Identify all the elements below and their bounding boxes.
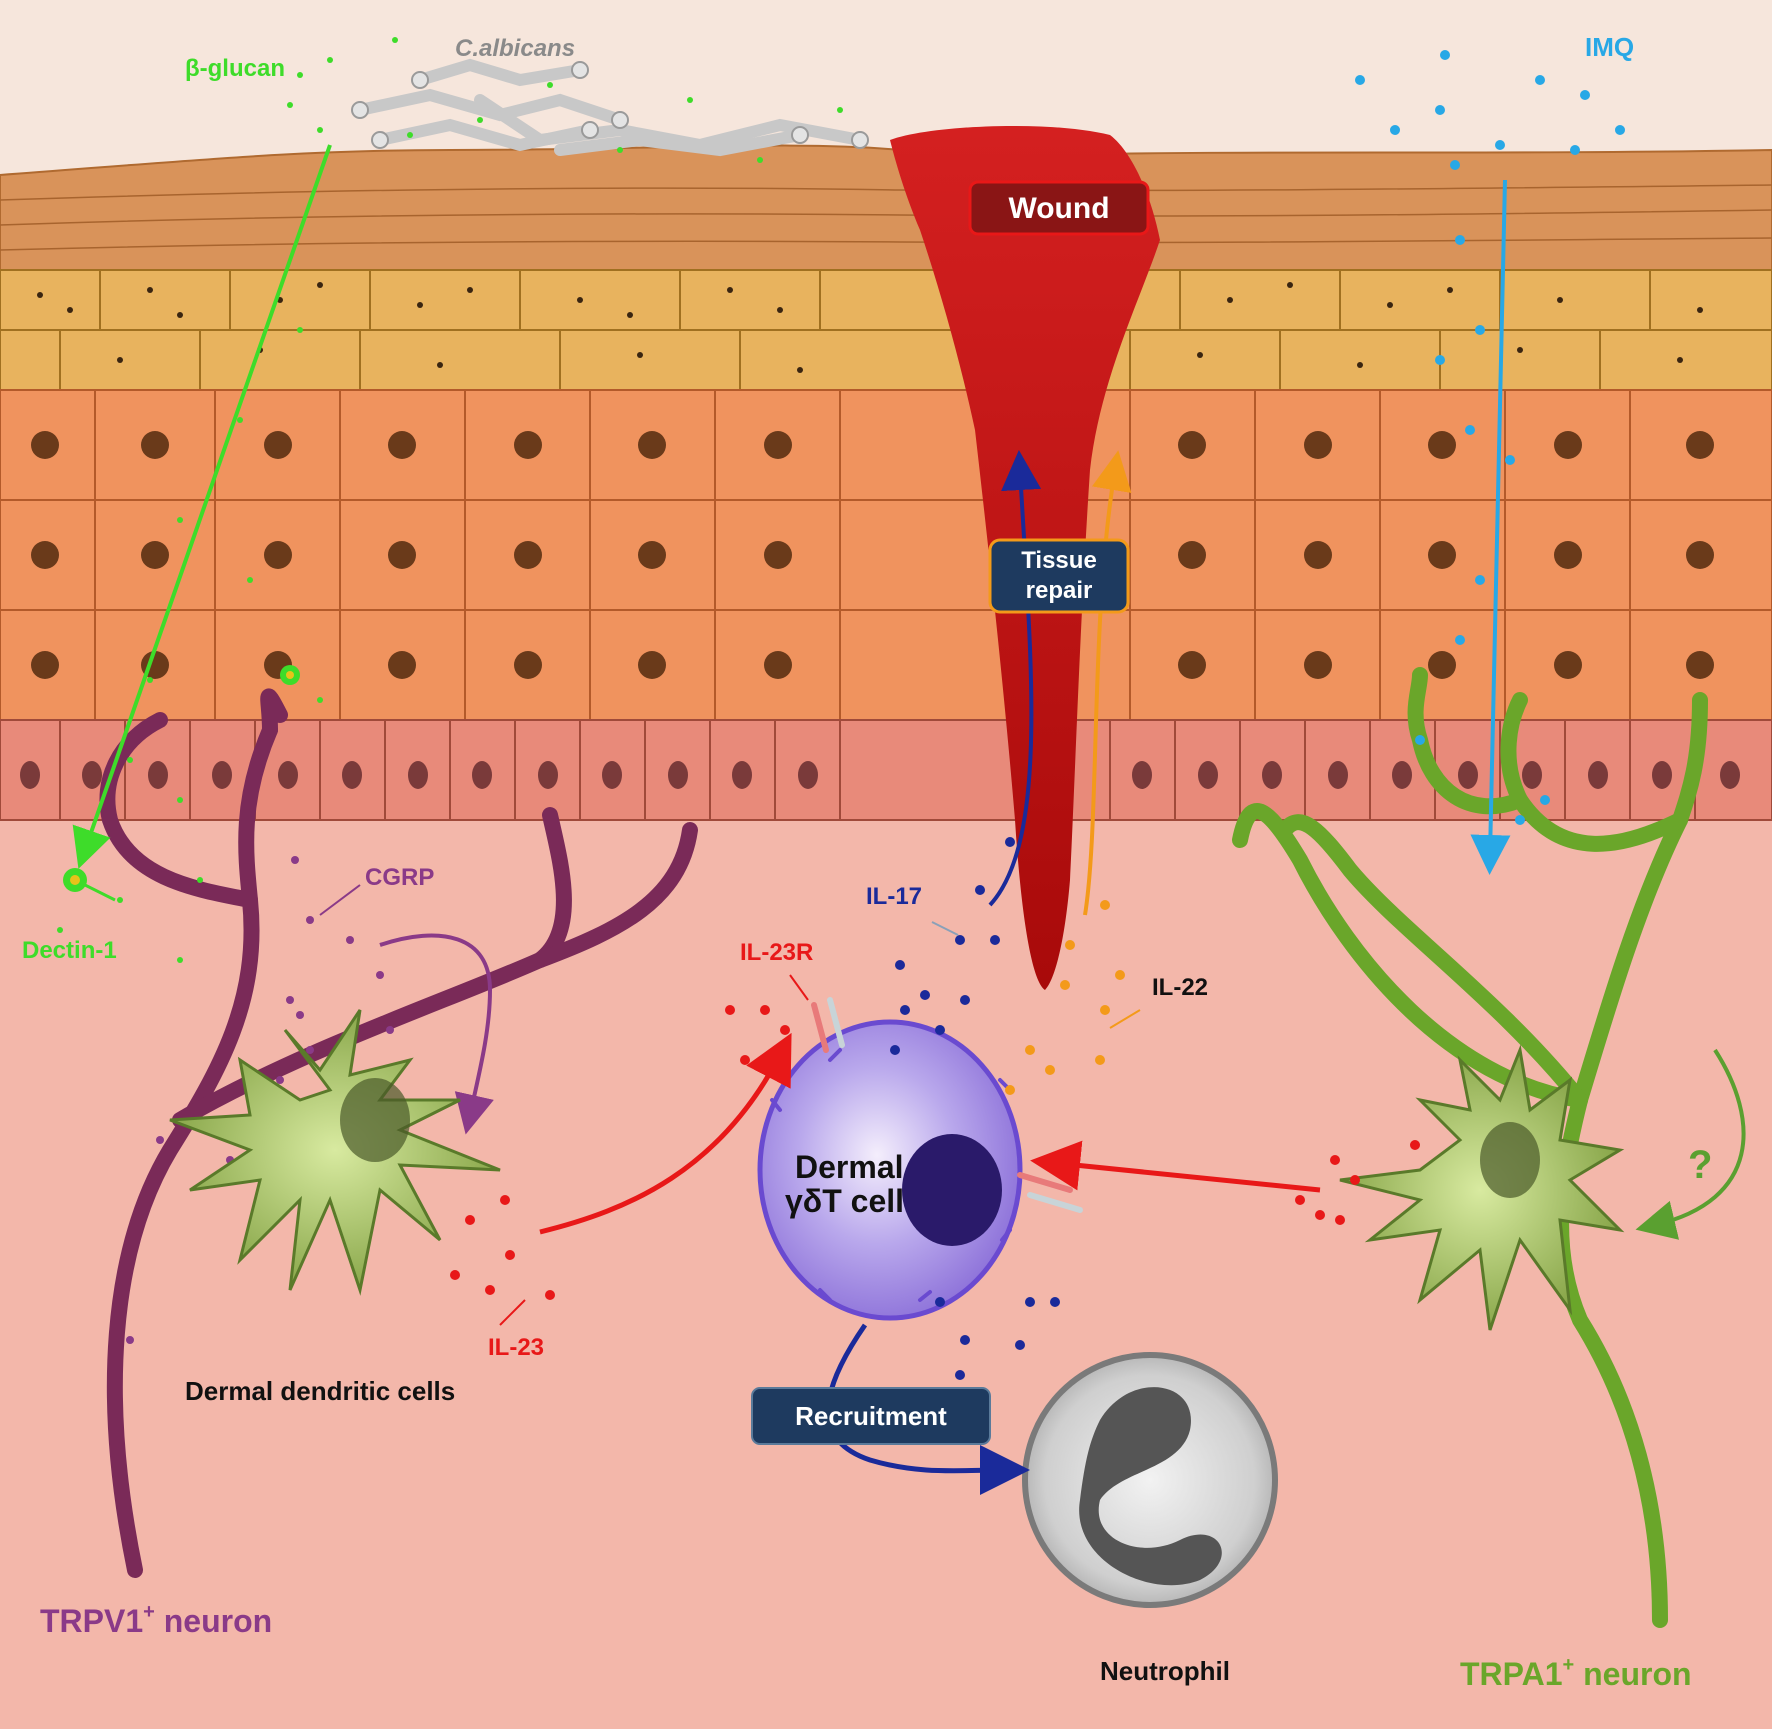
trpv1-name: TRPV1 [40, 1603, 143, 1639]
il17-label: IL-17 [866, 883, 922, 910]
il23r-receptor-top [811, 997, 845, 1053]
il23-arrow-left [539, 1032, 792, 1235]
dectin1-receptor [63, 665, 300, 902]
il23-label: IL-23 [488, 1334, 544, 1361]
trpa1-question-arrow [1635, 1048, 1746, 1240]
wound-label-box: Wound [968, 180, 1150, 236]
neutrophil-label: Neutrophil [1100, 1656, 1230, 1686]
granular-dots [37, 282, 1703, 373]
recruitment-box: Recruitment [751, 1387, 991, 1445]
il23-arrow-right [1030, 1140, 1321, 1193]
c-albicans-tips [351, 61, 869, 149]
trpa1-name: TRPA1 [1460, 1656, 1563, 1692]
spinous-nuclei [31, 431, 1714, 679]
spinous-cells [0, 390, 1772, 720]
dermal-dendritic-label: Dermal dendritic cells [185, 1376, 455, 1406]
beta-glucan-label: β-glucan [185, 55, 285, 82]
tissue-repair-label-2: repair [1026, 577, 1093, 604]
il23r-label: IL-23R [740, 939, 813, 966]
spinous-layer [0, 389, 1772, 721]
question-mark: ? [1688, 1143, 1712, 1187]
trpv1-tail: neuron [155, 1603, 272, 1639]
gdt-label-2: γδT cell [785, 1183, 904, 1219]
il23-particles [450, 1005, 1420, 1300]
corneum-texture [0, 184, 1772, 251]
il23-pointer [499, 1299, 526, 1326]
dermal-dendritic-cell-left [169, 1009, 501, 1296]
recruitment-label: Recruitment [795, 1401, 947, 1431]
il23r-pointer [789, 974, 809, 1001]
cgrp-pointer [319, 884, 361, 916]
cgrp-label: CGRP [365, 864, 434, 891]
cgrp-arrow [379, 933, 494, 1135]
cgrp-particles [126, 856, 394, 1344]
recruitment-arrow [825, 1323, 1030, 1496]
il17-particles [890, 837, 1060, 1380]
il22-label: IL-22 [1152, 974, 1208, 1001]
basal-nuclei [20, 761, 1740, 789]
trpa1-label: TRPA1+ neuron [1460, 1654, 1692, 1692]
trpa1-tail: neuron [1574, 1656, 1691, 1692]
il22-repair-arrow [1083, 450, 1132, 916]
imq-arrow [1470, 179, 1511, 875]
beta-glucan-arrow [72, 144, 332, 869]
neutrophil [1022, 1352, 1278, 1608]
imq-label: IMQ [1585, 32, 1634, 62]
trpa1-superscript: + [1563, 1654, 1575, 1676]
il22-pointer [1109, 1009, 1141, 1029]
wound-label: Wound [1008, 192, 1109, 225]
dermal-dendritic-cell-right [1339, 1044, 1625, 1331]
tissue-repair-label-1: Tissue [1021, 547, 1097, 574]
dectin1-label: Dectin-1 [22, 937, 117, 964]
il17-pointer [931, 921, 959, 936]
trpv1-label: TRPV1+ neuron [40, 1601, 272, 1639]
il22-particles [1005, 900, 1125, 1095]
gdt-label-1: Dermal [795, 1149, 904, 1185]
c-albicans-hyphae [354, 58, 866, 157]
tissue-repair-box: Tissue repair [988, 538, 1130, 614]
c-albicans-label: C.albicans [455, 35, 575, 62]
dermal-gdt-cell [757, 1019, 1023, 1321]
trpa1-neuron [1232, 667, 1708, 1628]
basal-cells [59, 720, 1696, 820]
beta-glucan-particles [57, 37, 843, 963]
stratum-corneum [0, 144, 1772, 271]
imq-particles [1355, 50, 1625, 825]
trpv1-superscript: + [143, 1601, 155, 1623]
trpv1-neuron [99, 688, 698, 1578]
